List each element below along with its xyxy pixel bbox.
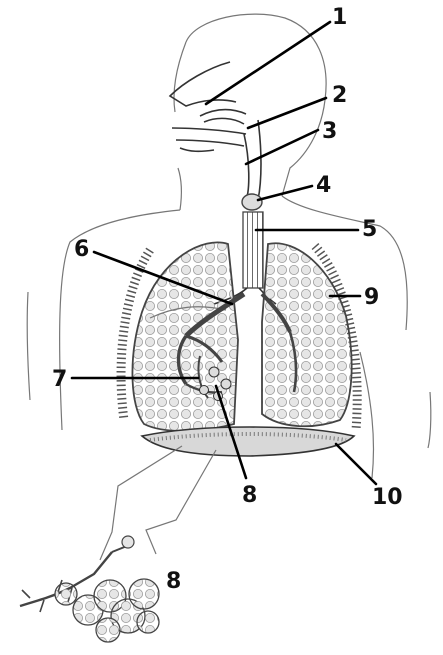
leader-line-3 <box>246 130 318 164</box>
label-2: 2 <box>332 83 347 108</box>
label-6: 6 <box>74 237 89 262</box>
left-lung <box>262 243 352 426</box>
label-9: 9 <box>364 285 379 310</box>
label-5: 5 <box>362 217 377 242</box>
label-8-alveoli: 8 <box>166 569 181 594</box>
leader-line-2 <box>248 98 326 128</box>
head-cavities <box>170 62 261 200</box>
lungs <box>132 242 351 431</box>
leader-line-10 <box>336 444 376 484</box>
label-7: 7 <box>52 367 67 392</box>
label-10: 10 <box>372 485 403 510</box>
label-4: 4 <box>316 173 331 198</box>
alveoli-callout <box>20 446 216 642</box>
label-1: 1 <box>332 5 347 30</box>
label-8-bronchiole: 8 <box>242 483 257 508</box>
label-3: 3 <box>322 119 337 144</box>
